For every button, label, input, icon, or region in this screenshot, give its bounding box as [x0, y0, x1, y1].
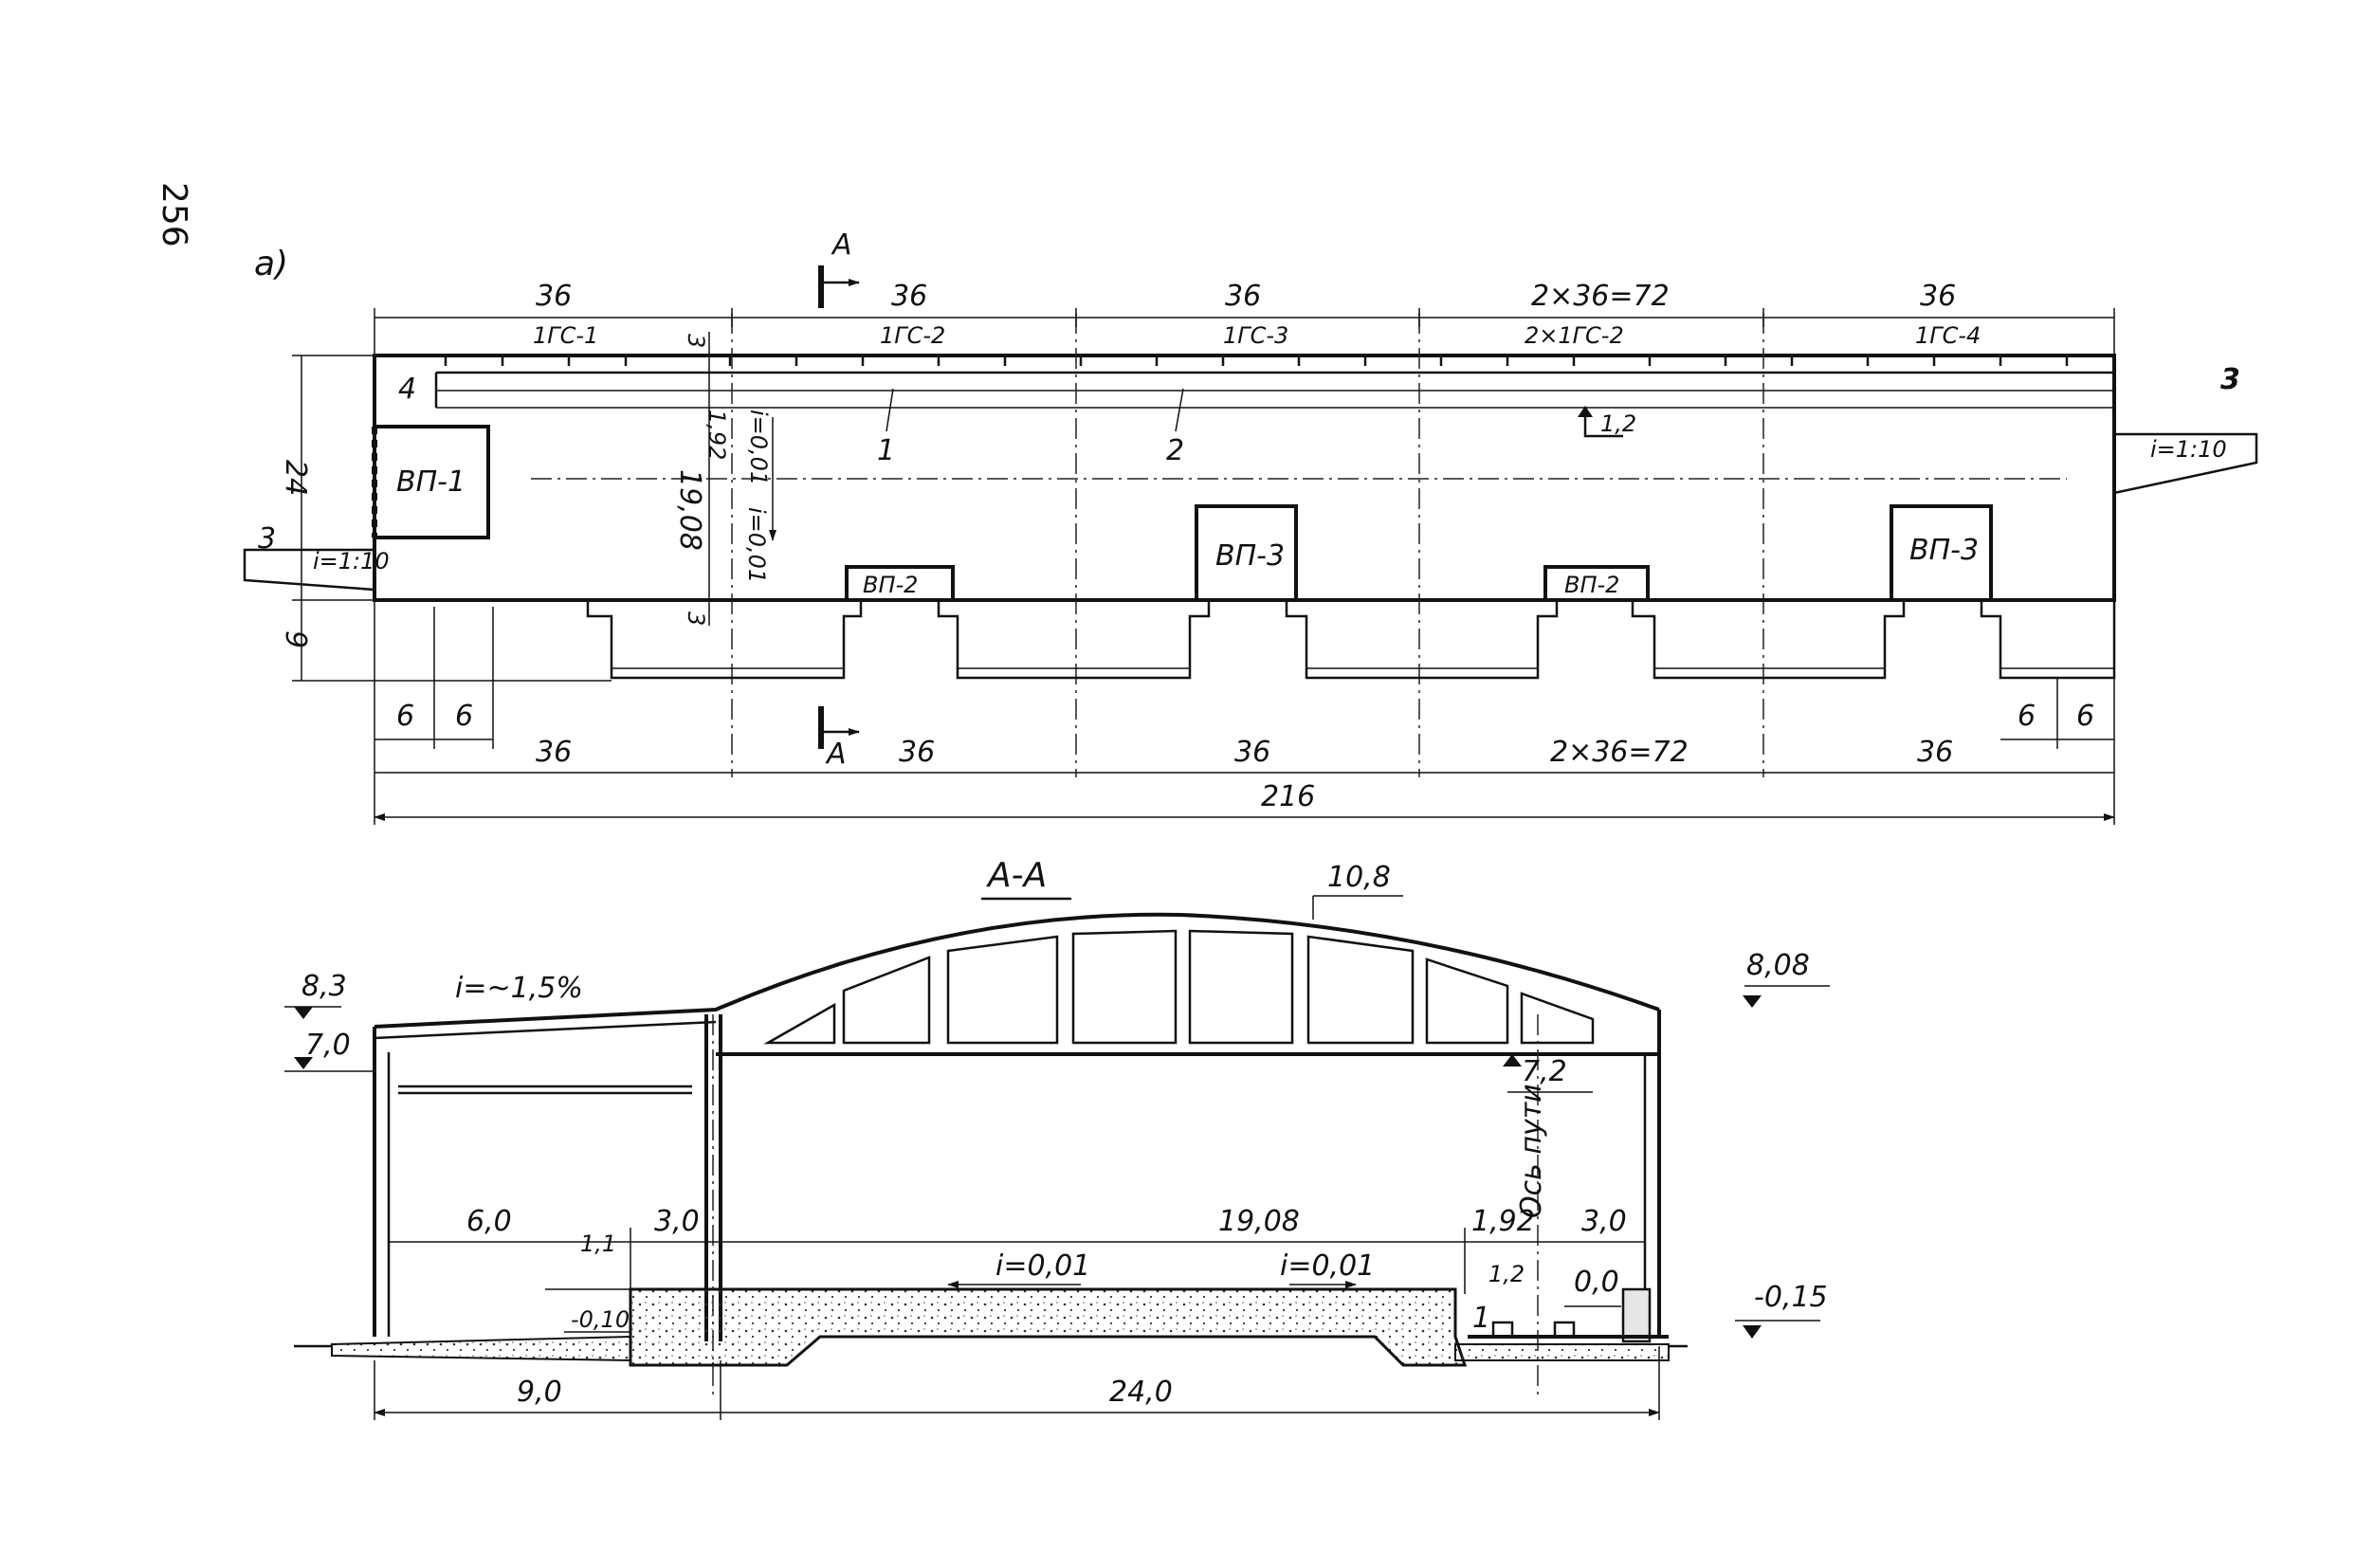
callout-1: 1 — [877, 434, 895, 467]
svg-text:36: 36 — [899, 736, 935, 769]
svg-text:19,08: 19,08 — [673, 469, 706, 551]
svg-text:-0,15: -0,15 — [1754, 1281, 1828, 1314]
ramp-left — [243, 548, 376, 592]
svg-text:i=0,01: i=0,01 — [1280, 1249, 1375, 1283]
svg-text:1ГС-4: 1ГС-4 — [1915, 322, 1981, 349]
figure-label: а) — [254, 245, 288, 283]
svg-text:10,8: 10,8 — [1327, 861, 1391, 894]
svg-text:i=~1,5%: i=~1,5% — [455, 972, 583, 1005]
svg-text:2×36=72: 2×36=72 — [1531, 280, 1670, 313]
svg-text:24: 24 — [279, 460, 312, 496]
gate-label-4: ВП-2 — [1564, 572, 1619, 598]
page-number: 256 — [155, 182, 193, 247]
svg-text:1,92: 1,92 — [1471, 1205, 1535, 1238]
svg-text:19,08: 19,08 — [1218, 1205, 1300, 1238]
svg-text:6: 6 — [2076, 700, 2094, 733]
svg-text:1,1: 1,1 — [580, 1231, 616, 1257]
svg-text:1ГС-3: 1ГС-3 — [1223, 322, 1288, 349]
plan-total-dimension: 216 — [1261, 780, 1315, 813]
section-roof — [374, 912, 1660, 1029]
svg-text:1ГС-2: 1ГС-2 — [880, 322, 945, 349]
svg-text:36: 36 — [1920, 280, 1956, 313]
plan-left-dimensions: 24 9 — [279, 355, 612, 682]
ramp-right — [2112, 432, 2258, 495]
floor-slab — [629, 1287, 1468, 1367]
plan-axes — [531, 313, 2067, 777]
svg-text:36: 36 — [1234, 736, 1270, 769]
svg-text:3,0: 3,0 — [1581, 1205, 1627, 1238]
svg-text:i=0,01: i=0,01 — [995, 1249, 1090, 1283]
svg-text:8,3: 8,3 — [301, 970, 347, 1003]
plan-top-column-ticks — [444, 356, 2069, 366]
gate-label-1: ВП-1 — [396, 465, 466, 499]
svg-text:36: 36 — [536, 280, 572, 313]
plan-top-dimension-chain: 36 36 36 2×36=72 36 1ГС-1 1ГС-2 1ГС-3 2×… — [374, 280, 2115, 356]
section-mark-bottom: А — [818, 706, 860, 771]
svg-text:1,92: 1,92 — [703, 410, 730, 460]
svg-text:36: 36 — [1225, 280, 1261, 313]
svg-text:6,0: 6,0 — [466, 1205, 512, 1238]
svg-text:7,2: 7,2 — [1522, 1055, 1567, 1088]
truss-openings — [763, 929, 1595, 1045]
section-inner-dimensions: 6,0 3,0 19,08 1,92 3,0 i=0,01 i=0,01 1,1… — [389, 1205, 1828, 1339]
callout-3-left: 3 — [258, 522, 276, 556]
svg-text:36: 36 — [1917, 736, 1953, 769]
svg-text:i=0,01: i=0,01 — [745, 410, 772, 485]
svg-text:1ГС-1: 1ГС-1 — [533, 322, 598, 349]
gate-vp-3a — [1195, 504, 1298, 602]
svg-text:1: 1 — [1472, 1302, 1490, 1335]
plan-inner-dimensions: 3 1,92 19,08 3 i=0,01 i=0,01 — [673, 332, 776, 626]
svg-text:9: 9 — [279, 630, 312, 648]
svg-text:9,0: 9,0 — [517, 1376, 562, 1409]
svg-text:2×1ГС-2: 2×1ГС-2 — [1525, 322, 1624, 349]
gate-vp-2b — [1543, 565, 1650, 602]
section-view: А-А — [284, 856, 1830, 1420]
plan-mark-1-2: 1,2 — [1600, 410, 1636, 437]
svg-text:3: 3 — [683, 334, 709, 348]
plan-view: ВП-1 ВП-2 ВП-3 ВП-2 ВП-3 i=1:10 i=1:10 4 — [243, 228, 2258, 825]
gate-label-3: ВП-3 — [1215, 539, 1285, 573]
svg-text:А: А — [825, 738, 847, 771]
track-axis-label: Ось пути — [1515, 1084, 1548, 1218]
svg-text:3,0: 3,0 — [654, 1205, 700, 1238]
svg-text:6: 6 — [455, 700, 473, 733]
svg-text:36: 36 — [536, 736, 572, 769]
svg-text:3: 3 — [683, 611, 709, 626]
svg-text:-0,10: -0,10 — [571, 1306, 630, 1333]
callout-3-right: 3 — [2220, 363, 2240, 396]
svg-text:1,2: 1,2 — [1488, 1261, 1525, 1287]
svg-text:8,08: 8,08 — [1746, 949, 1810, 982]
gate-vp-2a — [845, 565, 955, 602]
section-marks: 10,8 8,3 7,0 i=~1,5% 8,08 7,2 — [284, 861, 1830, 1093]
callout-4: 4 — [398, 373, 416, 406]
svg-text:24,0: 24,0 — [1109, 1376, 1173, 1409]
svg-text:36: 36 — [891, 280, 927, 313]
svg-text:i=0,01: i=0,01 — [743, 507, 770, 583]
ramp-slope-right: i=1:10 — [2150, 436, 2227, 463]
ramp-slope-left: i=1:10 — [313, 548, 390, 574]
plan-bottom-dimension-chain: 6 6 6 6 36 36 36 2×36=72 36 216 — [374, 600, 2115, 825]
section-mark-top: А — [818, 228, 860, 308]
gate-label-5: ВП-3 — [1909, 534, 1979, 567]
section-bottom-dimensions: 9,0 24,0 — [374, 1346, 1660, 1420]
callout-2: 2 — [1166, 434, 1184, 467]
svg-text:6: 6 — [396, 700, 414, 733]
svg-text:7,0: 7,0 — [305, 1029, 351, 1062]
svg-text:0,0: 0,0 — [1574, 1266, 1619, 1299]
svg-text:6: 6 — [2018, 700, 2036, 733]
section-title: А-А — [986, 856, 1047, 895]
svg-text:А: А — [831, 228, 852, 262]
svg-text:2×36=72: 2×36=72 — [1550, 736, 1689, 769]
gate-label-2: ВП-2 — [863, 572, 918, 598]
gate-vp-3b — [1890, 504, 1993, 602]
plan-loading-bays — [586, 598, 2116, 680]
